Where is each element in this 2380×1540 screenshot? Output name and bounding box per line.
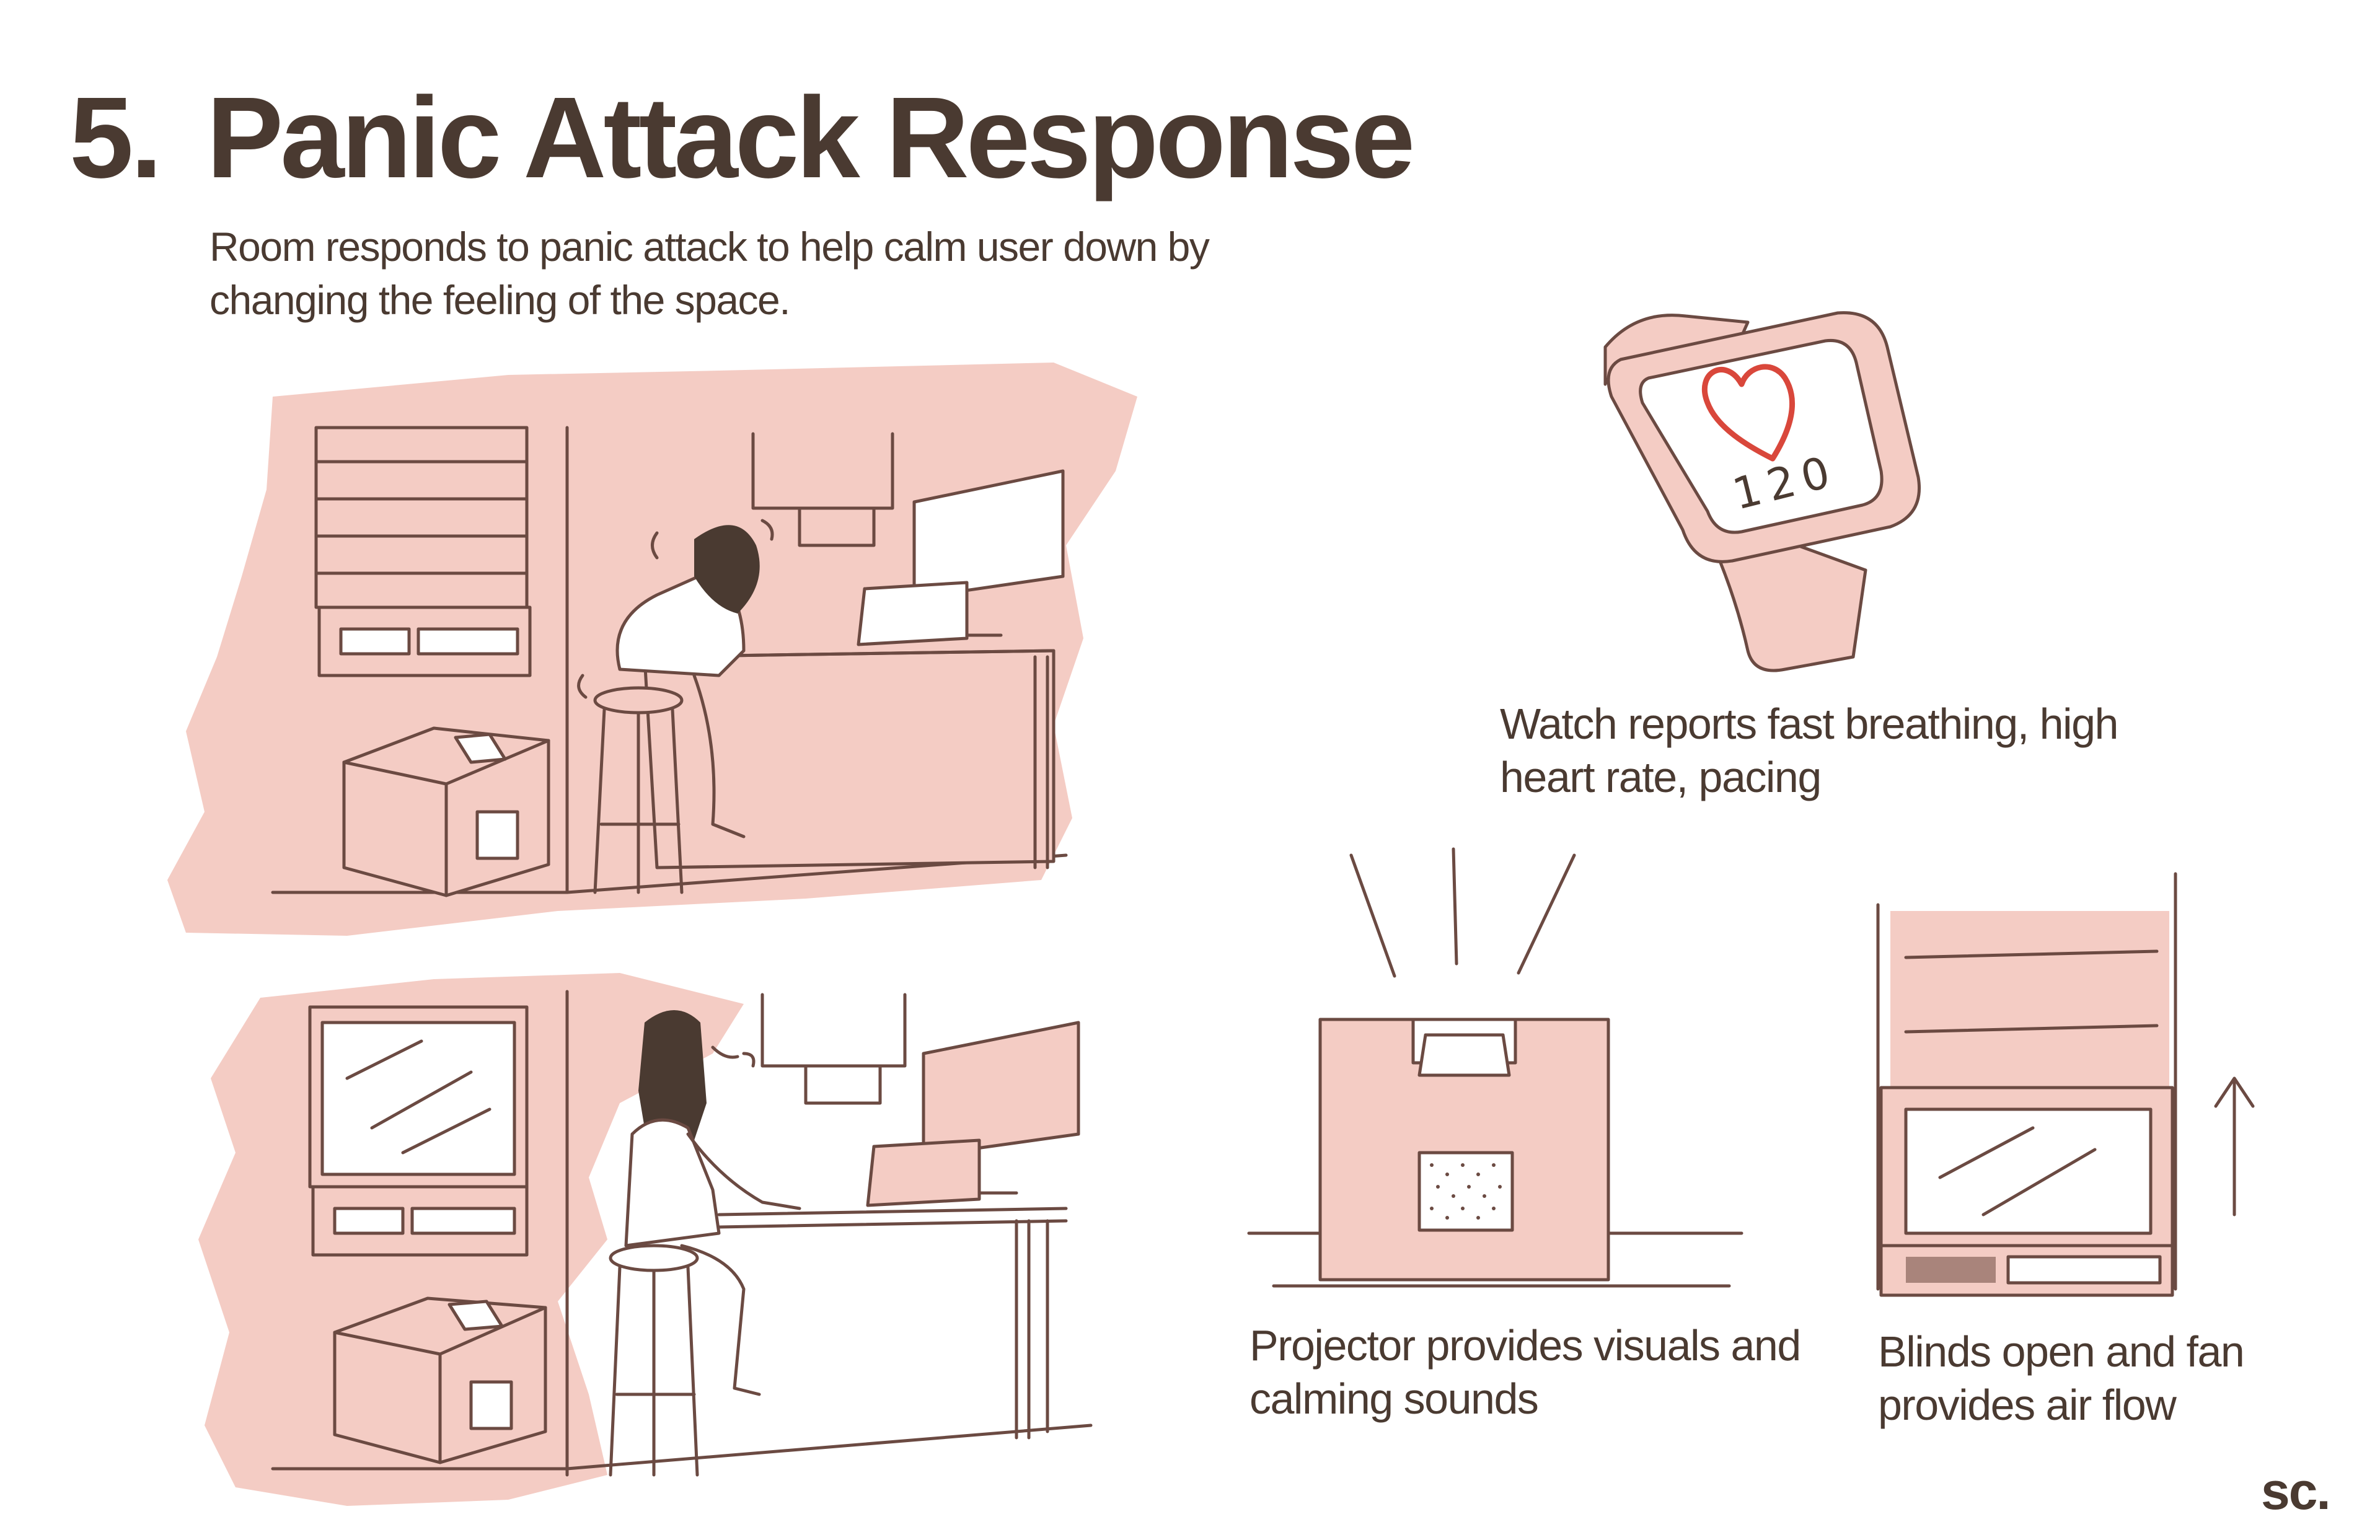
floor-line xyxy=(271,853,1068,894)
watch-caption: Watch reports fast breathing, high heart… xyxy=(1500,700,2118,801)
blinds-frame-sides xyxy=(1876,872,2177,1291)
floor-line-2 xyxy=(271,1423,1093,1471)
window-blinds-closed xyxy=(314,426,532,677)
arrow-up-icon xyxy=(2214,1076,2255,1217)
wall-cabinets-top xyxy=(751,432,894,547)
fan-vent xyxy=(1906,1257,1996,1283)
projector-box-bottom xyxy=(333,1296,547,1464)
fan-panel xyxy=(2006,1255,2162,1285)
smartwatch xyxy=(1603,311,1921,672)
stool-bottom xyxy=(609,1244,699,1477)
monitor-top xyxy=(912,469,1065,637)
brand-logo: sc. xyxy=(2261,1462,2331,1520)
scene-calm-room xyxy=(198,973,1093,1506)
stool-top xyxy=(593,686,684,894)
speaker-dots xyxy=(1430,1163,1502,1220)
step-number: 5. xyxy=(69,74,162,202)
projector-detail xyxy=(1247,847,1743,1288)
projector-box-top xyxy=(342,726,550,897)
projector-caption: Projector provides visuals and calming s… xyxy=(1250,1321,1801,1423)
laptop-top xyxy=(857,581,969,646)
window-blinds-open xyxy=(308,1005,529,1257)
blinds-caption: Blinds open and fan provides air flow xyxy=(1878,1327,2245,1429)
wall-cabinets-bottom xyxy=(760,993,907,1105)
projector-rays xyxy=(1349,847,1576,978)
page-subtitle: Room responds to panic attack to help ca… xyxy=(209,224,1210,323)
page-title: 5. Panic Attack Response xyxy=(69,74,1415,202)
glass-reflection xyxy=(1938,1126,2097,1217)
title-text: Panic Attack Response xyxy=(206,74,1415,202)
blinds-fan-detail xyxy=(1876,872,2255,1297)
heart-icon xyxy=(1701,364,1795,462)
person-panicking xyxy=(577,519,774,838)
blinds-rolled-up xyxy=(1890,911,2169,1091)
person-calm xyxy=(624,1010,801,1396)
projector-lens xyxy=(1417,1033,1511,1077)
desk-bottom xyxy=(717,1207,1068,1440)
laptop-bottom xyxy=(866,1138,981,1207)
desk-top xyxy=(643,649,1056,869)
blinds-slats xyxy=(1904,949,2159,1034)
projector-speaker-grille xyxy=(1417,1151,1514,1232)
scene-panic-room xyxy=(167,363,1137,936)
window-glass xyxy=(1904,1107,2153,1235)
